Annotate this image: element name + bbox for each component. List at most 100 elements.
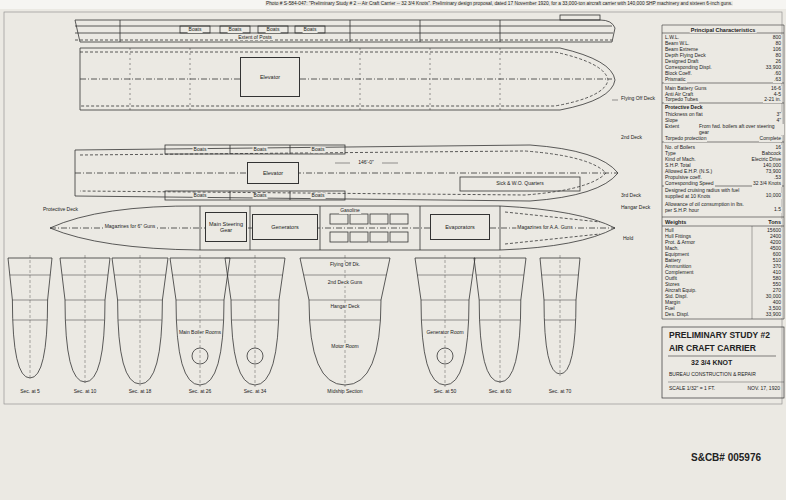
deck-label: Flying Off Deck bbox=[620, 96, 656, 102]
title-text: 32 3/4 KNOT bbox=[690, 359, 733, 367]
drawing-label: Extent of Posts bbox=[237, 35, 273, 41]
table-value: 400 bbox=[772, 300, 782, 306]
drawing-label: Generator Room bbox=[425, 330, 464, 336]
photo-caption: Photo # S-584-047: "Preliminary Study # … bbox=[265, 1, 733, 6]
table-value: 4200 bbox=[769, 240, 782, 246]
title-text: SCALE 1/32" = 1 FT. bbox=[668, 386, 716, 392]
compartment-box: Elevator bbox=[240, 57, 300, 97]
table-value: 800 bbox=[772, 35, 782, 41]
drawing-label: Flying Off Dk. bbox=[329, 262, 361, 268]
table-cell: Battery bbox=[664, 258, 682, 264]
table-value: .53 bbox=[773, 175, 782, 181]
compartment-box: Elevator bbox=[247, 162, 299, 184]
deck-label: 2nd Deck bbox=[620, 135, 643, 141]
table-value: 1.5 bbox=[773, 207, 782, 213]
compartment-label: Main Steering Gear bbox=[206, 220, 246, 234]
table-cell: Corresponding Displ. bbox=[664, 65, 713, 71]
table-value: 580 bbox=[772, 276, 782, 282]
table-cell: Complement bbox=[664, 270, 694, 276]
title-text: AIR CRAFT CARRIER bbox=[668, 344, 757, 353]
table-cell: Prot. & Armor bbox=[664, 240, 696, 246]
compartment-box: Main Steering Gear bbox=[205, 212, 247, 242]
table-value: 410 bbox=[772, 270, 782, 276]
table-value: 3,500 bbox=[767, 306, 782, 312]
table-value: 370 bbox=[772, 264, 782, 270]
table-cell: Allowed E.H.P. (N.S.) bbox=[664, 169, 713, 175]
table-cell: Ammunition bbox=[664, 264, 692, 270]
table-cell: Corresponding Speed bbox=[664, 181, 715, 187]
section-label: Sec. at 18 bbox=[128, 389, 153, 395]
table-cell: Depth Flying Deck bbox=[664, 53, 707, 59]
table-value: Babcock bbox=[761, 151, 782, 157]
table-cell: Designed cruising radius with fuel suppl… bbox=[664, 188, 750, 199]
table-value: 10,000 bbox=[765, 193, 782, 199]
table-cell: Block Coeff. bbox=[664, 71, 693, 77]
table-value: From fwd. boilers aft over steering gear bbox=[698, 124, 784, 135]
section-label: Sec. at 34 bbox=[243, 389, 268, 395]
section-label: Sec. at 26 bbox=[188, 389, 213, 395]
compartment-label: Evaporators bbox=[443, 223, 477, 231]
table-cell: Std. Displ. bbox=[664, 294, 689, 300]
section-label: Sec. at 10 bbox=[73, 389, 98, 395]
deck-label: Hold bbox=[622, 236, 634, 242]
table-value: 30,000 bbox=[765, 294, 782, 300]
dimension: 146'-0" bbox=[357, 160, 375, 166]
drawing-label: Main Boiler Rooms bbox=[178, 330, 222, 336]
table-cell: Kind of Mach. bbox=[664, 157, 697, 163]
table-cell: Prismatic bbox=[664, 77, 687, 83]
table-cell: Torpedo Tubes bbox=[664, 97, 699, 103]
deck-label: 3rd Deck bbox=[620, 193, 642, 199]
drawing-label: Boats bbox=[311, 193, 326, 199]
drawing-label: Boats bbox=[266, 27, 281, 33]
drawing-label: Boats bbox=[311, 147, 326, 153]
table-value: 32 3/4 Knots bbox=[752, 181, 782, 187]
drawing-label: Hangar Deck bbox=[329, 304, 360, 310]
section-label: Sec. at 60 bbox=[488, 389, 513, 395]
table-cell: Allowance of oil consumption in lbs. per… bbox=[664, 202, 750, 213]
table-value: 16-6 bbox=[770, 86, 782, 92]
table-value: 15600 bbox=[766, 228, 782, 234]
drawing-label: Boats bbox=[253, 193, 268, 199]
drawing-label: Boats bbox=[193, 193, 208, 199]
table-cell: Aircraft Equip. bbox=[664, 288, 697, 294]
table-value: 510 bbox=[772, 258, 782, 264]
table-value: 73,900 bbox=[765, 169, 782, 175]
table-cell: Fuel bbox=[664, 306, 676, 312]
table-cell: Beam Extreme bbox=[664, 47, 699, 53]
table-cell: Slope bbox=[664, 118, 679, 124]
section-label: Sec. at 70 bbox=[548, 389, 573, 395]
table-cell: Hull bbox=[664, 228, 675, 234]
drawing-label: Boats bbox=[193, 147, 208, 153]
table-value: 80 bbox=[774, 41, 782, 47]
table-value: 2-21 in. bbox=[763, 97, 782, 103]
drawing-label: Boats bbox=[228, 27, 243, 33]
table-cell: L.W.L. bbox=[664, 35, 680, 41]
compartment-label: Generators bbox=[269, 223, 301, 231]
table-cell: Margin bbox=[664, 300, 681, 306]
table-cell: Torpedo protection bbox=[664, 136, 707, 142]
table-cell: Stores bbox=[664, 282, 680, 288]
drawing-label: Boats bbox=[303, 27, 318, 33]
table-value: .60 bbox=[773, 71, 782, 77]
table-value: .63 bbox=[773, 77, 782, 83]
table-cell: Thickness on flat bbox=[664, 112, 704, 118]
title-text: PRELIMINARY STUDY #2 bbox=[668, 331, 771, 340]
section-label: Midship Section bbox=[326, 389, 363, 395]
table-cell: Designed Draft bbox=[664, 59, 699, 65]
table-value: 270 bbox=[772, 288, 782, 294]
drawing-label: Motor Room bbox=[330, 344, 360, 350]
table-heading: Principal Characteristics bbox=[690, 27, 757, 33]
table-value: 106 bbox=[772, 47, 782, 53]
table-cell: Main Battery Guns bbox=[664, 86, 707, 92]
compartment-box: Generators bbox=[252, 214, 318, 240]
table-value: 16 bbox=[774, 145, 782, 151]
section-label: Sec. at 50 bbox=[433, 389, 458, 395]
table-heading: Protective Deck bbox=[664, 105, 704, 111]
compartment-box: Evaporators bbox=[430, 214, 490, 240]
table-value: 33,900 bbox=[765, 65, 782, 71]
drawing-label: Gasoline bbox=[339, 208, 361, 214]
table-cell: S.H.P. Total bbox=[664, 163, 692, 169]
title-text: NOV. 17, 1920 bbox=[746, 386, 781, 392]
drawing-label: 2nd Deck Guns bbox=[327, 280, 363, 286]
